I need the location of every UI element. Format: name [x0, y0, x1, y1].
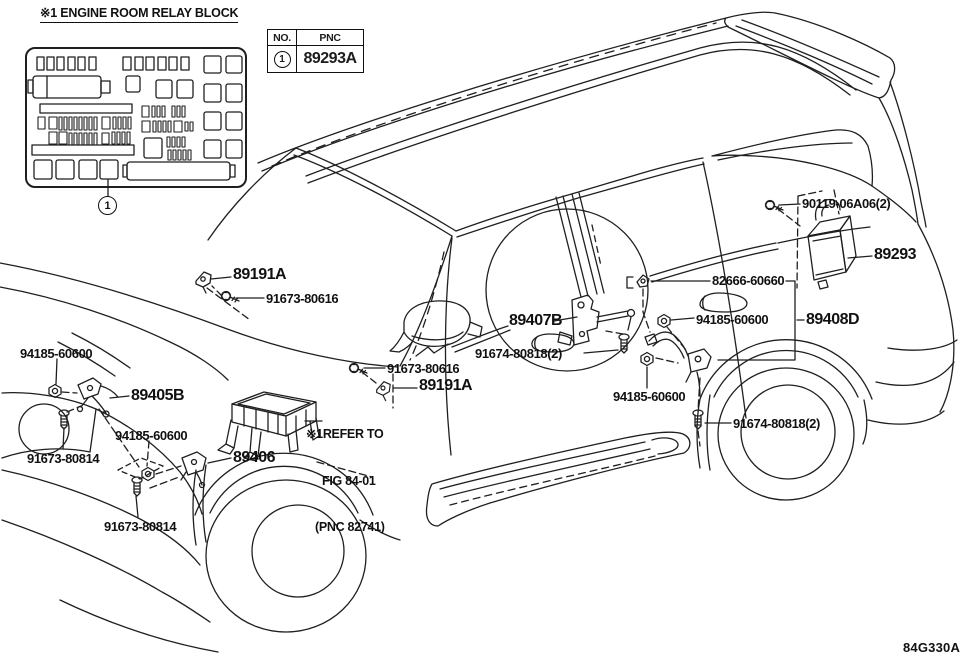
part-label-89405B[interactable]: 89405B	[131, 387, 185, 404]
engine-bay-relay-block-drawing	[217, 391, 320, 462]
part-label-82666-60660[interactable]: 82666-60660	[712, 273, 785, 288]
part-label-90119-06A06[interactable]: 90119-06A06(2)	[802, 196, 891, 211]
relay-block-drawing	[25, 47, 247, 197]
table-cell-pnc[interactable]: 89293A	[303, 50, 357, 67]
rear-computer-drawing	[796, 189, 857, 290]
door-height-sensor-drawing	[557, 294, 636, 346]
part-label-94185-60600-rearupper[interactable]: 94185-60600	[696, 312, 769, 327]
part-label-94185-60600-frontleft[interactable]: 94185-60600	[20, 346, 93, 361]
part-label-94185-60600-frontcenter[interactable]: 94185-60600	[115, 428, 188, 443]
pnc-callout-table[interactable]: NO. PNC 1 89293A	[267, 29, 364, 73]
part-label-91674-80818-rear[interactable]: 91674-80818(2)	[733, 416, 820, 431]
part-label-94185-60600-rearlower[interactable]: 94185-60600	[613, 389, 686, 404]
figure-code: 84G330A	[903, 640, 960, 655]
vehicle-body-outline	[0, 11, 958, 653]
locating-dash-lines	[61, 208, 801, 489]
detail-circle	[485, 208, 649, 372]
part-label-89407B[interactable]: 89407B	[509, 312, 563, 329]
refer-note: ※1REFER TO FIG 84-01 (PNC 82741)	[306, 396, 385, 567]
table-header-no: NO.	[268, 30, 297, 45]
table-cell-no: 1	[268, 46, 297, 72]
refer-note-line3: (PNC 82741)	[315, 520, 385, 534]
part-label-91673-80616-cowl[interactable]: 91673-80616	[387, 361, 460, 376]
table-header-pnc: PNC	[319, 31, 341, 44]
rear-sensor-harness-drawing	[644, 331, 712, 397]
part-label-89191A-cowl[interactable]: 89191A	[419, 377, 473, 394]
relay-block-callout-circle[interactable]: 1	[98, 196, 117, 215]
part-label-89408D[interactable]: 89408D	[806, 311, 860, 328]
part-label-89406[interactable]: 89406	[233, 449, 276, 466]
relay-block-note-title: ※1 ENGINE ROOM RELAY BLOCK	[40, 5, 239, 23]
part-label-91673-80616-front[interactable]: 91673-80616	[266, 291, 339, 306]
part-label-89191A-front[interactable]: 89191A	[233, 266, 287, 283]
part-label-91673-80814-lower[interactable]: 91673-80814	[104, 519, 177, 534]
front-sensor-sub-drawing	[180, 451, 207, 489]
refer-note-line1: ※1REFER TO	[306, 427, 384, 441]
part-label-91673-80814-left[interactable]: 91673-80814	[27, 451, 100, 466]
part-label-89293[interactable]: 89293	[874, 246, 917, 263]
part-label-91674-80818-mid[interactable]: 91674-80818(2)	[475, 346, 562, 361]
callout-number-badge: 1	[273, 50, 291, 68]
leader-lines	[55, 203, 873, 518]
fastener-icons	[48, 199, 784, 497]
refer-note-line2: FIG 84-01	[322, 473, 376, 488]
